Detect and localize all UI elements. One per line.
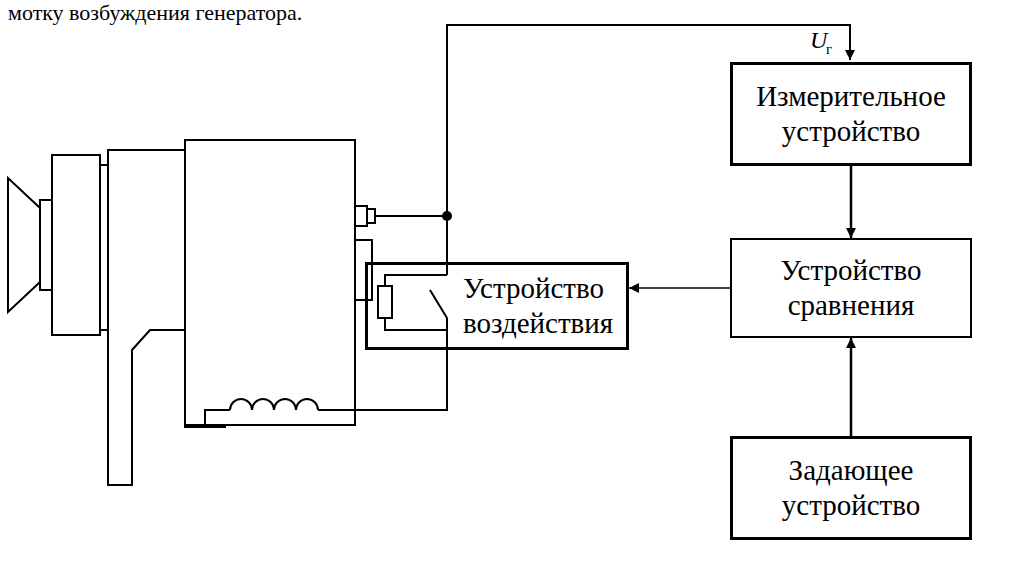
- cover-ring: [100, 165, 108, 330]
- signal-arrow: [850, 166, 853, 238]
- process-box: Измерительное устройство: [730, 62, 972, 166]
- supply-wire: [446, 216, 448, 275]
- resistor-wire: [385, 318, 447, 330]
- output-wire: [375, 215, 447, 217]
- box-text: Устройство воздействия: [463, 271, 613, 341]
- junction-dot: [442, 211, 452, 221]
- pulley-hub: [40, 200, 52, 290]
- resistor-symbol: [378, 286, 392, 318]
- ground-wire: [205, 410, 230, 426]
- brush-holder: [355, 240, 372, 300]
- signal-name: U: [810, 28, 827, 52]
- process-box: Задающее устройство: [730, 436, 972, 540]
- box-text: Задающее устройство: [782, 453, 920, 523]
- generator-body: [185, 140, 355, 425]
- front-cover: [108, 150, 185, 485]
- signal-arrow: [629, 287, 730, 289]
- signal-arrow: [850, 338, 853, 436]
- terminal-nut: [367, 209, 375, 223]
- output-terminal: [355, 206, 367, 226]
- winding-wire: [318, 318, 447, 410]
- pulley: [8, 178, 40, 312]
- signal-name: г: [826, 42, 832, 57]
- switch-symbol: [430, 290, 447, 318]
- text-fragment: мотку возбуждения генератора.: [8, 2, 302, 24]
- box-text: Устройство сравнения: [780, 253, 921, 323]
- fan-plate: [52, 155, 100, 335]
- box-text: Измерительное устройство: [756, 79, 946, 149]
- field-winding: [230, 399, 318, 410]
- ground-symbol: [184, 424, 226, 428]
- resistor-wire: [385, 275, 447, 286]
- process-box: Устройство воздействия: [365, 262, 629, 350]
- process-box: Устройство сравнения: [730, 238, 972, 338]
